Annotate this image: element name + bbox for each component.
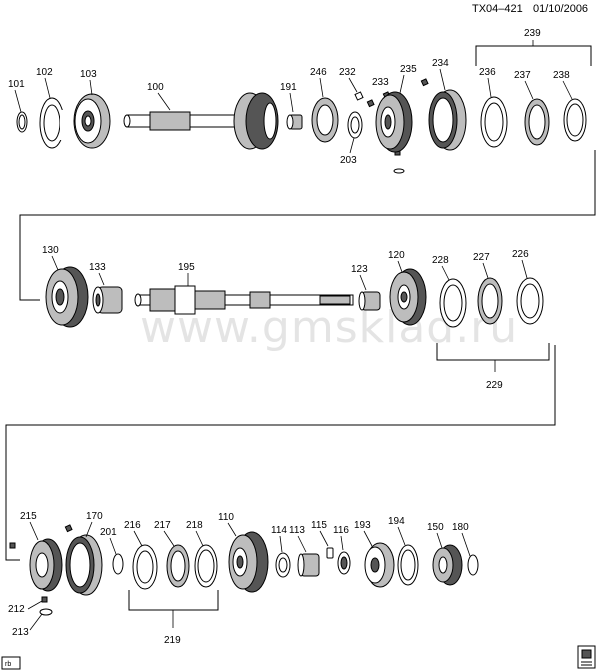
part-180-snap-ring[interactable] (467, 554, 479, 576)
row-2: 130 133 195 123 (42, 245, 550, 391)
part-232-detent-spring[interactable] (354, 91, 364, 101)
label-215: 215 (20, 511, 37, 522)
label-216: 216 (124, 520, 141, 531)
label-203: 203 (340, 155, 357, 166)
part-113-needle-bearing[interactable] (297, 553, 320, 577)
label-218: 218 (186, 520, 203, 531)
label-235: 235 (400, 64, 417, 75)
diagram-code: TX04–421 (472, 3, 523, 15)
label-246: 246 (310, 67, 327, 78)
label-194: 194 (388, 516, 405, 527)
rb-badge: rb (1, 656, 21, 670)
part-191-roller-bearing[interactable] (286, 114, 303, 130)
part-194-snap-ring[interactable] (397, 544, 419, 586)
label-170: 170 (86, 511, 103, 522)
part-238-outer-ring[interactable] (563, 98, 587, 142)
label-180: 180 (452, 522, 469, 533)
label-233: 233 (372, 77, 389, 88)
part-101-snap-ring[interactable] (16, 111, 28, 133)
part-123-needle-bearing[interactable] (358, 291, 381, 311)
label-219: 219 (164, 635, 181, 646)
part-212-key[interactable] (41, 596, 48, 603)
label-100: 100 (147, 82, 164, 93)
row-1: 101 102 103 100 (8, 28, 592, 174)
label-213: 213 (12, 627, 29, 638)
label-130: 130 (42, 245, 59, 256)
part-201-snap-ring[interactable] (112, 553, 124, 575)
label-120: 120 (388, 250, 405, 261)
row-3: 215 170 201 212 213 216 (8, 511, 479, 646)
bracket-229 (436, 343, 550, 361)
label-238: 238 (553, 70, 570, 81)
label-232: 232 (339, 67, 356, 78)
part-150-gear[interactable] (432, 544, 463, 586)
svg-text:rb: rb (5, 661, 11, 668)
part-133-needle-bearing[interactable] (92, 286, 123, 314)
part-226-outer-ring[interactable] (516, 277, 544, 325)
label-115: 115 (311, 520, 327, 531)
part-130-gear[interactable] (45, 266, 89, 328)
label-228: 228 (432, 255, 449, 266)
label-217: 217 (154, 520, 171, 531)
label-234: 234 (432, 58, 449, 69)
part-218-outer-ring[interactable] (194, 544, 218, 588)
label-102: 102 (36, 67, 53, 78)
part-114-thrust-washer[interactable] (275, 552, 291, 578)
part-236-blocker-ring[interactable] (480, 96, 508, 148)
label-103: 103 (80, 69, 97, 80)
diagram-date: 01/10/2006 (533, 3, 588, 15)
part-170-gear[interactable] (65, 534, 103, 596)
part-100-input-shaft[interactable] (123, 92, 279, 150)
label-227: 227 (473, 252, 490, 263)
bracket-219 (128, 590, 219, 611)
label-226: 226 (512, 249, 529, 260)
part-110-gear[interactable] (228, 531, 269, 593)
part-213-ring[interactable] (39, 608, 53, 616)
label-236: 236 (479, 67, 496, 78)
label-114: 114 (271, 525, 287, 536)
part-120-gear[interactable] (389, 268, 427, 326)
label-101: 101 (8, 79, 25, 90)
part-102-thrust-ring[interactable] (39, 97, 70, 149)
label-193: 193 (354, 520, 371, 531)
row-connector-2 (5, 345, 556, 561)
label-191: 191 (280, 82, 297, 93)
document-icon (577, 645, 596, 669)
label-237: 237 (514, 70, 531, 81)
part-215-gear[interactable] (9, 524, 73, 592)
label-239: 239 (524, 28, 541, 39)
label-212: 212 (8, 604, 25, 615)
label-116: 116 (333, 525, 349, 536)
bracket-239 (475, 45, 592, 66)
label-110: 110 (218, 512, 234, 523)
label-150: 150 (427, 522, 444, 533)
label-201: 201 (100, 527, 117, 538)
part-116-ring[interactable] (337, 551, 351, 575)
part-217-inner-cone[interactable] (166, 544, 190, 588)
part-235-synchronizer-hub[interactable] (375, 91, 413, 153)
label-113: 113 (289, 525, 305, 536)
part-228-blocker-ring[interactable] (439, 278, 467, 328)
part-234-synchronizer-sleeve[interactable] (420, 78, 467, 151)
label-123: 123 (351, 264, 368, 275)
part-115-pin[interactable] (326, 547, 334, 559)
part-227-inner-cone[interactable] (477, 277, 503, 325)
part-237-inner-cone[interactable] (524, 98, 550, 146)
part-246-synchronizer-ring[interactable] (311, 97, 339, 143)
part-193-bearing[interactable] (364, 542, 395, 588)
part-203-washer[interactable] (347, 111, 363, 139)
label-229: 229 (486, 380, 503, 391)
part-103-bearing[interactable] (73, 93, 111, 149)
row-connector-1 (19, 150, 596, 301)
part-216-blocker-ring[interactable] (132, 544, 158, 590)
label-133: 133 (89, 262, 106, 273)
label-195: 195 (178, 262, 195, 273)
part-195-main-shaft[interactable] (134, 285, 354, 315)
